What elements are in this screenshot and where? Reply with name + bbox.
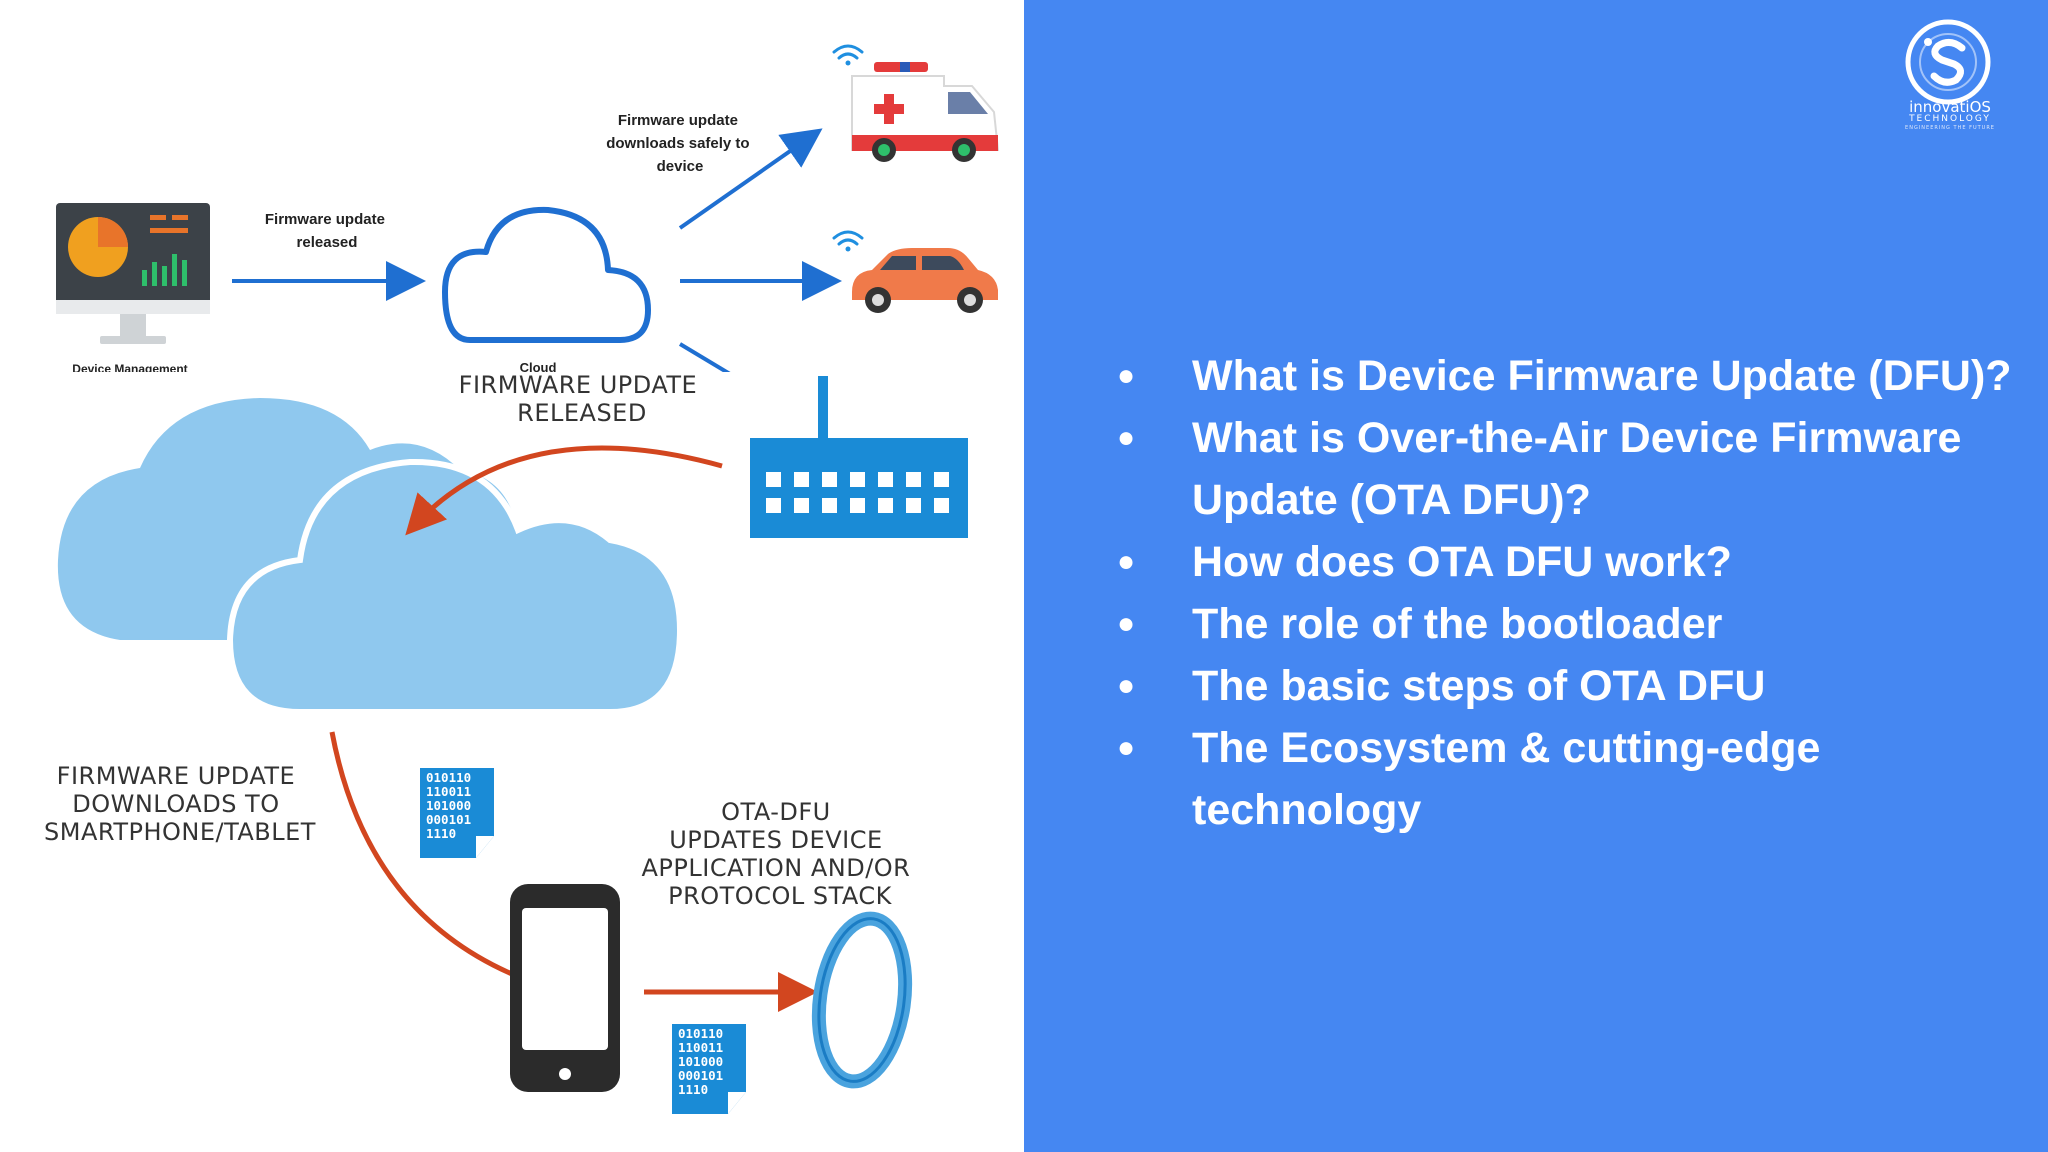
cloud-front [226,458,684,715]
topic-item: What is Device Firmware Update (DFU)? [1104,345,2024,407]
topic-item: The Ecosystem & cutting-edge technology [1104,717,2024,841]
topic-item: How does OTA DFU work? [1104,531,2024,593]
building-window [850,472,865,487]
firmware-update-released-label: FIRMWARE UPDATE RELEASED [459,371,706,427]
ota-diagram: Device Management Firmware update releas… [44,44,1000,1114]
release-curve-arrow [405,445,723,536]
wifi-icon [832,230,864,252]
topic-item: The basic steps of OTA DFU [1104,655,2024,717]
ambulance-icon [851,62,1000,162]
firmware-released-label: Firmware update released [265,211,389,251]
building-window [766,498,781,513]
building-window [822,472,837,487]
ambulance-arrow [678,128,823,230]
car-icon [852,248,998,313]
building-window [794,498,809,513]
bottom-diagram: FIRMWARE UPDATE RELEASED FIRMWARE UPDATE… [44,371,968,1114]
building-window [906,472,921,487]
firmware-downloads-label: FIRMWARE UPDATE DOWNLOADS TO SMARTPHONE/… [44,762,316,846]
building-window [850,498,865,513]
firmware-downloads-label: Firmware update downloads safely to devi… [606,112,754,175]
innovatios-logo-icon [1905,19,1991,105]
top-diagram: Device Management Firmware update releas… [56,44,1000,376]
building-window [822,498,837,513]
binary-file-icon [420,768,494,858]
slide-text-panel: What is Device Firmware Update (DFU)? Wh… [1024,0,2048,1152]
download-curve-arrow [329,731,566,1001]
binary-file-icon [672,1024,746,1114]
building-icon [750,376,968,538]
building-window [878,498,893,513]
topic-item: What is Over-the-Air Device Firmware Upd… [1104,407,2024,531]
logo-subtitle: TECHNOLOGY [1909,114,1991,124]
diagram-panel: Device Management Firmware update releas… [44,44,1000,1114]
building-window [878,472,893,487]
building-window [934,498,949,513]
logo-tagline: ENGINEERING THE FUTURE [1905,125,1995,131]
building-windows [766,472,949,513]
building-window [766,472,781,487]
device-management-label: Device Management [72,362,187,376]
building-window [906,498,921,513]
topic-item: The role of the bootloader [1104,593,2024,655]
smartphone-icon [510,884,620,1092]
logo-name: innovatiOS [1909,98,1991,116]
cloud-label: Cloud [520,360,557,375]
ota-dfu-label: OTA-DFU UPDATES DEVICE APPLICATION AND/O… [642,798,919,910]
ring-device-icon [811,911,913,1089]
building-window [794,472,809,487]
wifi-icon [832,44,864,66]
monitor-icon [56,203,210,344]
device-arrow [678,342,731,372]
building-window [934,472,949,487]
topic-list: What is Device Firmware Update (DFU)? Wh… [1104,345,2024,841]
cloud-icon [442,206,651,343]
